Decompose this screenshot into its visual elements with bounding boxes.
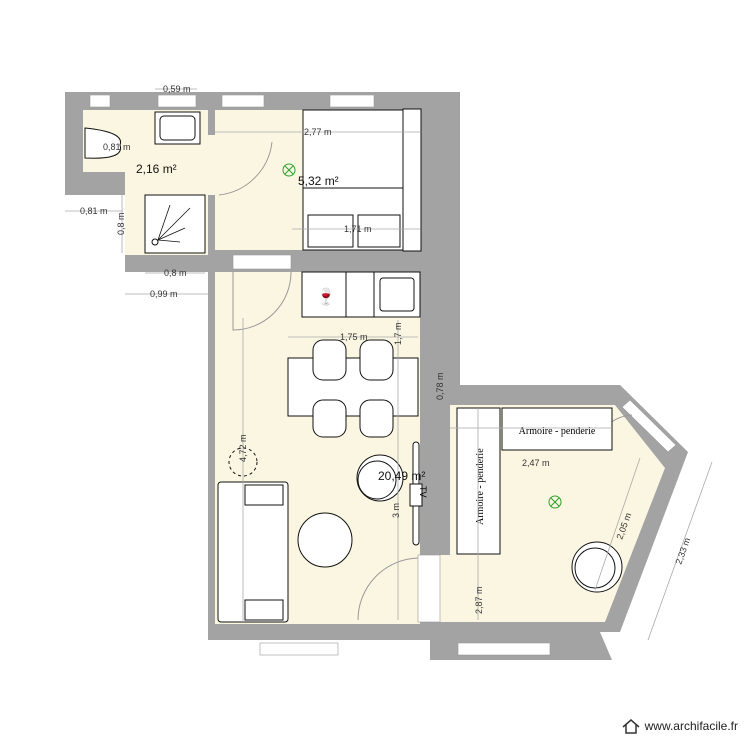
ceiling-light-icon (548, 495, 562, 509)
dimension-lines (65, 88, 713, 641)
svg-text:0,81 m: 0,81 m (80, 206, 108, 216)
svg-text:2,87 m: 2,87 m (474, 586, 484, 614)
svg-text:20,49 m²: 20,49 m² (378, 469, 425, 483)
svg-text:2,33 m: 2,33 m (673, 536, 692, 565)
sink-basin (159, 115, 196, 141)
counter (345, 271, 375, 318)
svg-text:5,32 m²: 5,32 m² (298, 174, 339, 188)
round-table (297, 512, 353, 568)
headboard (402, 108, 422, 252)
room-area-labels: 2,16 m² 5,32 m² 20,49 m² (136, 162, 425, 483)
sofa (217, 481, 289, 623)
svg-text:0,81 m: 0,81 m (103, 142, 131, 152)
toilet (84, 127, 122, 159)
wardrobe-vertical (456, 407, 501, 555)
tv-label: TV (418, 486, 428, 498)
dishwasher (301, 271, 347, 318)
wardrobe-vertical-label: Armoire - penderie (475, 448, 486, 525)
plant (228, 447, 258, 477)
svg-text:0,78 m: 0,78 m (435, 372, 445, 400)
logo-text: www.archifacile.fr (644, 719, 738, 733)
svg-text:0,59 m: 0,59 m (163, 84, 191, 94)
svg-text:2,77 m: 2,77 m (304, 127, 332, 137)
svg-text:🍷: 🍷 (316, 287, 336, 306)
house-icon (622, 719, 640, 734)
svg-text:1,7 m: 1,7 m (393, 322, 403, 345)
archifacile-logo: www.archifacile.fr (621, 718, 738, 734)
windows (89, 94, 677, 656)
svg-text:1,71 m: 1,71 m (344, 224, 372, 234)
svg-text:1,75 m: 1,75 m (340, 332, 368, 342)
svg-text:2,47 m: 2,47 m (522, 458, 550, 468)
svg-text:2,16 m²: 2,16 m² (136, 162, 177, 176)
chairs (312, 339, 394, 438)
ceiling-light-icon (282, 163, 296, 177)
door-opening (205, 135, 219, 195)
wardrobe-horizontal (501, 407, 613, 451)
svg-text:0,8 m: 0,8 m (164, 268, 187, 278)
svg-text:4,72 m: 4,72 m (238, 434, 248, 462)
dining-table (287, 357, 419, 417)
svg-text:0,99 m: 0,99 m (150, 289, 178, 299)
svg-text:3 m: 3 m (391, 503, 401, 518)
wardrobe-horizontal-label: Armoire - penderie (519, 426, 596, 437)
tv (409, 483, 423, 507)
svg-text:0,8 m: 0,8 m (116, 212, 126, 235)
